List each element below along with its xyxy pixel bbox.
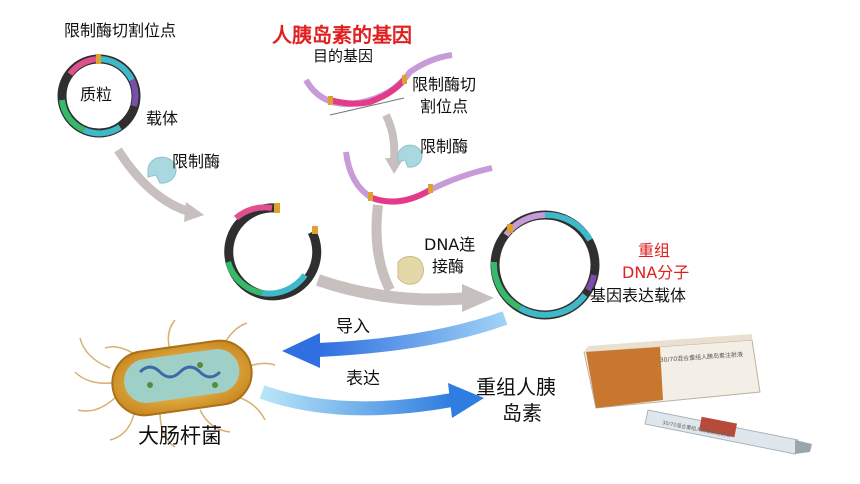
gray-arrow-3 [371, 204, 395, 293]
insulin-package: 30/70混合重组人胰岛素注射液 [583, 334, 761, 409]
recombinant-plasmid [490, 210, 600, 320]
ecoli-label: 大肠杆菌 [138, 424, 222, 448]
gray-arrowhead-4 [462, 284, 494, 312]
restriction-enzyme-icon [147, 156, 177, 184]
restriction-enzyme-2-icon [397, 144, 423, 168]
page-title: 人胰岛素的基因 [272, 23, 412, 47]
restriction-enzyme-label-1: 限制酶 [172, 152, 221, 171]
import-label: 导入 [336, 317, 370, 337]
ecoli-illustration [74, 319, 276, 448]
plasmid-ring [57, 54, 141, 138]
product-label-1: 重组人胰 [476, 375, 556, 399]
recombinant-label-2: DNA分子 [622, 263, 690, 282]
expression-vector-label: 基因表达载体 [590, 286, 687, 305]
import-arrow [317, 311, 508, 357]
gene-cut-site-label-2: 割位点 [420, 97, 469, 116]
plasmid-label: 质粒 [80, 85, 113, 104]
gray-arrow-4 [316, 274, 471, 306]
expression-arrow [259, 385, 454, 416]
opened-plasmid [224, 203, 322, 301]
import-arrowhead [282, 333, 320, 368]
insulin-syringe: 30/70混合重组人胰岛素注射液 [644, 409, 812, 455]
gray-arrow-1 [114, 147, 192, 217]
expression-label: 表达 [346, 369, 380, 389]
product-label-2: 岛素 [502, 401, 542, 425]
target-gene-label: 目的基因 [313, 47, 374, 65]
gene-cut-site-label-1: 限制酶切 [412, 75, 477, 94]
vector-label: 载体 [146, 109, 179, 128]
recombinant-label-1: 重组 [638, 241, 671, 260]
dna-ligase-label-2: 接酶 [432, 257, 465, 276]
dna-ligase-icon [397, 256, 424, 285]
cut-gene-fragment [343, 151, 493, 205]
gray-arrow-2 [382, 113, 399, 161]
expression-arrowhead [448, 383, 484, 418]
restriction-enzyme-label-2: 限制酶 [420, 137, 469, 156]
plasmid-cut-site-label: 限制酶切割位点 [64, 21, 177, 40]
insulin-gene-dna [303, 52, 453, 116]
dna-ligase-label-1: DNA连 [424, 235, 476, 254]
gray-arrowhead-1 [184, 202, 204, 222]
